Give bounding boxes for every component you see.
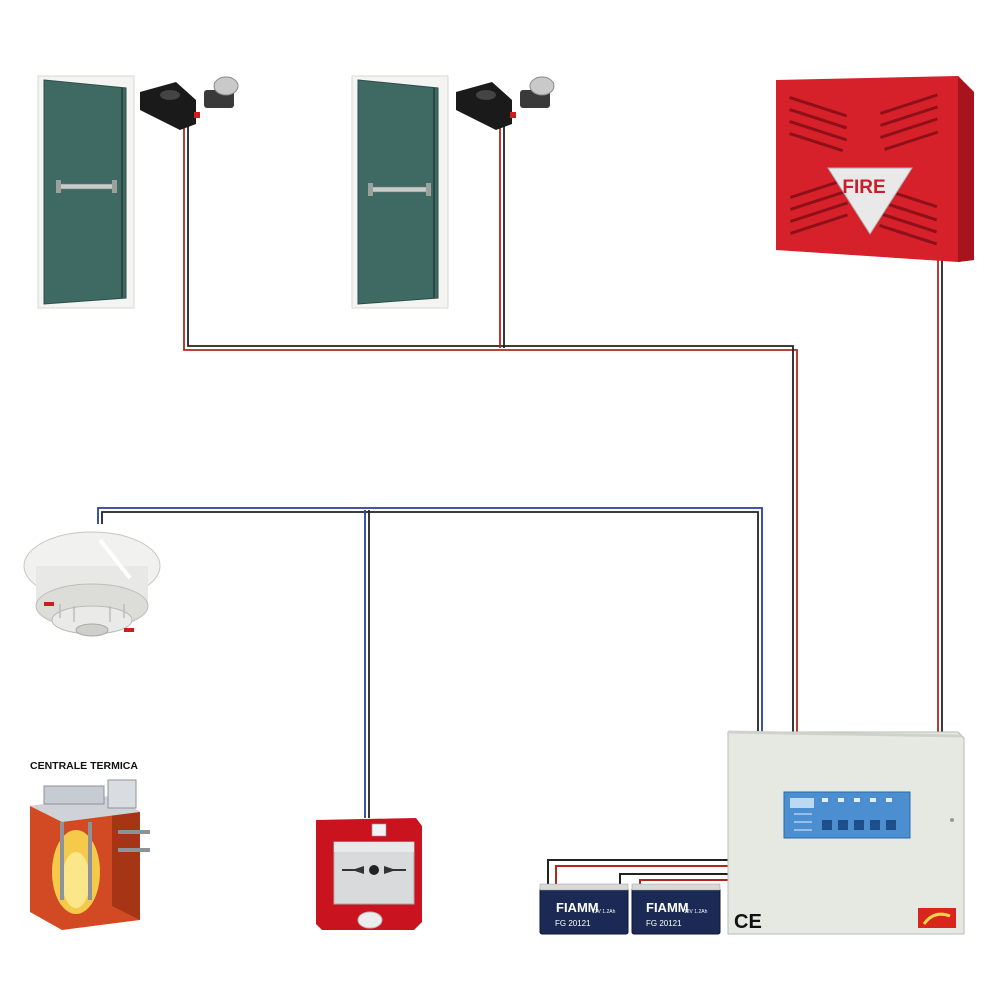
battery-spec: 12V 1.2Ah — [592, 909, 616, 915]
detector-loop-wiring — [97, 507, 763, 818]
door-holder-magnet-1 — [140, 76, 239, 130]
siren-fire-text: FIRE — [842, 177, 885, 198]
manual-call-point — [316, 818, 422, 930]
door-holder-magnet-2 — [456, 76, 555, 130]
battery-2: FIAMM FG 20121 12V 1.2Ah — [631, 883, 721, 935]
ce-mark: CE — [734, 911, 762, 933]
fire-door-1 — [37, 75, 135, 309]
battery-wiring — [547, 859, 728, 888]
boiler-room-label: CENTRALE TERMICA — [30, 760, 138, 772]
door-holder-wiring — [183, 126, 798, 732]
boiler-unit — [30, 779, 150, 930]
battery-spec: 12V 1.2Ah — [684, 909, 708, 915]
panel-buttons — [822, 820, 896, 830]
battery-brand: FIAMM — [556, 900, 599, 915]
siren-warning-triangle: FIRE — [827, 167, 913, 235]
battery-model: FG 20121 — [555, 919, 591, 928]
panic-bar — [368, 183, 431, 196]
fire-siren: FIRE — [776, 76, 974, 262]
fire-alarm-control-panel: CE — [727, 730, 965, 935]
battery-brand: FIAMM — [646, 900, 689, 915]
battery-model: FG 20121 — [646, 919, 682, 928]
siren-wiring — [937, 260, 943, 732]
battery-1: FIAMM FG 20121 12V 1.2Ah — [539, 883, 629, 935]
manufacturer-logo — [918, 908, 956, 928]
panic-bar — [56, 180, 117, 193]
panel-display-area — [783, 791, 911, 839]
smoke-detector — [23, 531, 161, 637]
fire-door-2 — [351, 75, 449, 309]
